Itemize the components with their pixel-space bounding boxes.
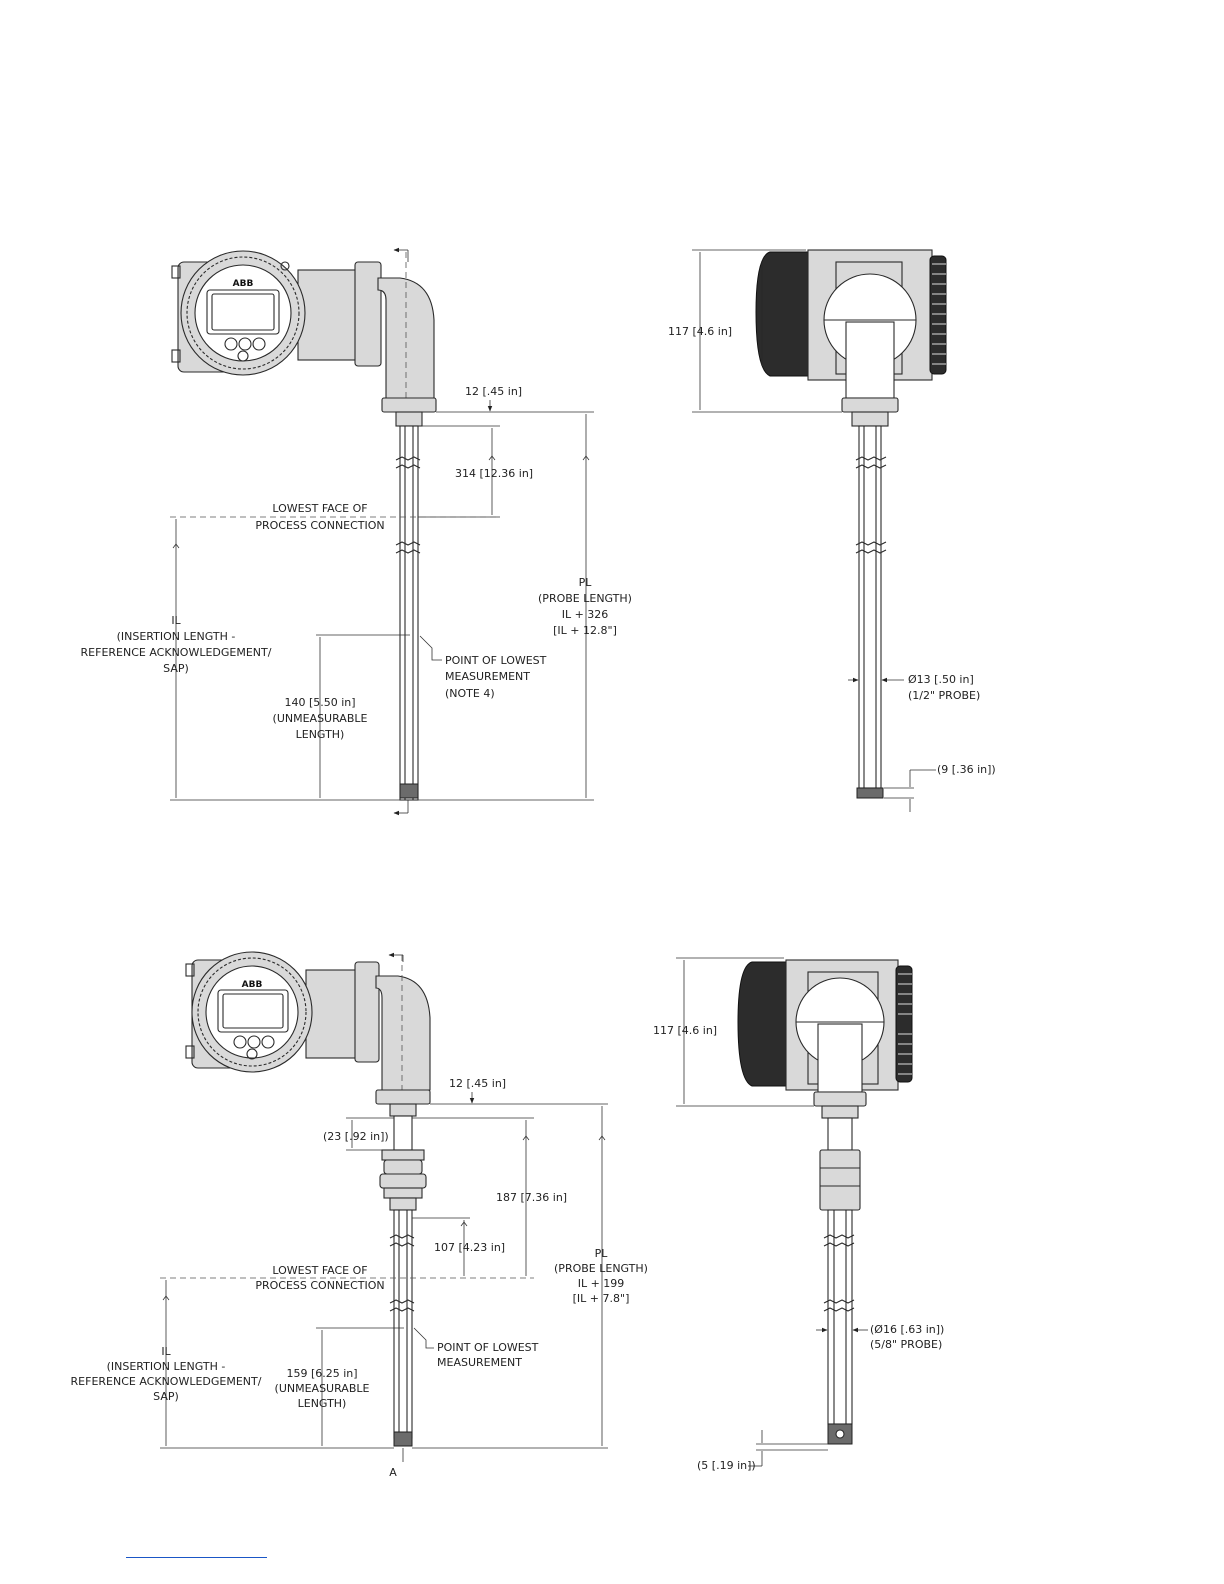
dim-label-187: 187 [7.36 in] — [496, 1191, 567, 1204]
il-2-label-2: (INSERTION LENGTH - — [107, 1360, 226, 1373]
il-label-4: SAP) — [163, 662, 189, 675]
il-2-label-1: IL — [161, 1345, 171, 1358]
process-connection-nut — [381, 397, 437, 413]
pl-label-2: (PROBE LENGTH) — [538, 592, 632, 605]
unmeasurable-label-3: LENGTH) — [296, 728, 345, 741]
height-label: 117 [4.6 in] — [668, 325, 732, 338]
dim-label-23: (23 [.92 in]) — [323, 1130, 389, 1143]
drawing-1-side-view: 117 [4.6 in] Ø13 [.50 in] (1/2" PROBE) (… — [668, 249, 996, 812]
housing-neck — [297, 269, 361, 361]
unmeasurable-2-label-3: LENGTH) — [298, 1397, 347, 1410]
section-mark-a: A — [389, 1466, 397, 1479]
point-lowest-1: POINT OF LOWEST — [445, 654, 547, 667]
pl-label-3: IL + 326 — [562, 608, 609, 621]
lowest-face-line1: LOWEST FACE OF — [272, 502, 367, 515]
point-lowest-2-2: MEASUREMENT — [437, 1356, 522, 1369]
housing-cap-left-2 — [737, 961, 789, 1087]
drawing-1-front-view: ABB 12 [.45 in] 314 [12.36 in] — [81, 247, 632, 816]
pl-2-label-2: (PROBE LENGTH) — [554, 1262, 648, 1275]
il-2-label-4: SAP) — [153, 1390, 179, 1403]
probe-dia-2-2: (5/8" PROBE) — [870, 1338, 942, 1351]
point-lowest-2: MEASUREMENT — [445, 670, 530, 683]
probe-tube-side-2 — [827, 1209, 853, 1425]
abb-logo-2: ABB — [242, 980, 263, 990]
point-lowest-2-1: POINT OF LOWEST — [437, 1341, 539, 1354]
probe-dia-1: Ø13 [.50 in] — [908, 673, 974, 686]
lowest-face-line2: PROCESS CONNECTION — [255, 519, 384, 532]
il-label-3: REFERENCE ACKNOWLEDGEMENT/ — [81, 646, 272, 659]
abb-logo: ABB — [233, 279, 254, 289]
probe-tube-side — [858, 425, 882, 789]
tip-label: (9 [.36 in]) — [937, 763, 996, 776]
probe-dia-2-1: (Ø16 [.63 in]) — [870, 1323, 944, 1336]
lowest-face-2-line1: LOWEST FACE OF — [272, 1264, 367, 1277]
housing-cap-right-2 — [895, 965, 913, 1083]
pl-label-1: PL — [579, 576, 593, 589]
pl-2-label-3: IL + 199 — [578, 1277, 625, 1290]
height-label-2: 117 [4.6 in] — [653, 1024, 717, 1037]
pl-label-4: [IL + 12.8"] — [553, 624, 617, 637]
probe-tip-side — [856, 787, 884, 799]
probe-tip — [399, 783, 419, 799]
unmeasurable-2-label-2: (UNMEASURABLE — [275, 1382, 370, 1395]
dim-label-314: 314 [12.36 in] — [455, 467, 533, 480]
footnote-rule — [126, 1557, 267, 1558]
lcd-display — [206, 289, 280, 335]
lowest-face-2-line2: PROCESS CONNECTION — [255, 1279, 384, 1292]
unmeasurable-label-1: 140 [5.50 in] — [284, 696, 355, 709]
dim-label-107: 107 [4.23 in] — [434, 1241, 505, 1254]
dim-label-12-2: 12 [.45 in] — [449, 1077, 506, 1090]
drawing-2-front-view: ABB A 12 [.45 in] (23 [.92 — [71, 951, 648, 1479]
drawing-2-side-view: 117 [4.6 in] (Ø16 [.63 in]) (5/8" PROBE)… — [653, 957, 944, 1472]
probe-dia-2: (1/2" PROBE) — [908, 689, 980, 702]
unmeasurable-2-label-1: 159 [6.25 in] — [286, 1367, 357, 1380]
tip-label-2: (5 [.19 in]) — [697, 1459, 756, 1472]
unmeasurable-label-2: (UNMEASURABLE — [273, 712, 368, 725]
il-2-label-3: REFERENCE ACKNOWLEDGEMENT/ — [71, 1375, 262, 1388]
probe-tube — [399, 425, 419, 801]
il-label-2: (INSERTION LENGTH - — [117, 630, 236, 643]
point-lowest-3: (NOTE 4) — [445, 687, 495, 700]
lcd-display-2 — [217, 989, 289, 1033]
pl-2-label-4: [IL + 7.8"] — [573, 1292, 630, 1305]
dim-label-12: 12 [.45 in] — [465, 385, 522, 398]
il-label-1: IL — [171, 614, 181, 627]
housing-cap-left — [755, 251, 811, 377]
pl-2-label-1: PL — [595, 1247, 609, 1260]
elbow-fitting-2 — [375, 975, 431, 1091]
